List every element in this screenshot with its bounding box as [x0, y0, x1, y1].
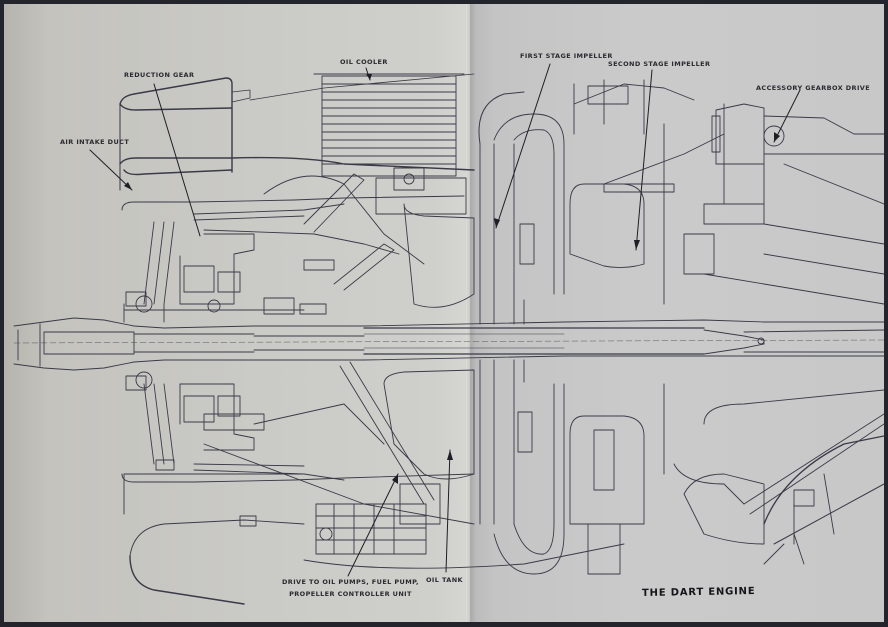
main-shaft [13, 317, 884, 371]
reduction-gear-lower [121, 371, 475, 527]
leader-reduction-gear [153, 83, 201, 237]
oil-pump-drive-unit [303, 361, 625, 569]
combustion-chamber [683, 389, 884, 565]
page-fold [466, 4, 476, 622]
air-intake-duct-lower [123, 473, 305, 605]
label-second-stage-impeller: SECOND STAGE IMPELLER [608, 60, 711, 68]
air-intake-duct-upper [119, 73, 475, 191]
leader-drive-oil-pumps [347, 473, 399, 577]
reduction-gear-casing [121, 173, 465, 323]
engine-cutaway-drawing [13, 63, 884, 605]
label-reduction-gear: REDUCTION GEAR [124, 71, 195, 79]
leader-air-intake-duct [89, 149, 133, 191]
right-page [470, 4, 884, 622]
leader-lines [89, 63, 801, 577]
leader-arrowheads [124, 74, 780, 484]
accessory-gearbox-drive [683, 103, 884, 305]
book-spread: REDUCTION GEAR AIR INTAKE DUCT OIL COOLE… [4, 4, 884, 622]
leader-accessory-gearbox-drive [773, 89, 801, 143]
label-drive-to-oil-pumps: DRIVE TO OIL PUMPS, FUEL PUMP, PROPELLER… [282, 576, 419, 600]
label-accessory-gearbox-drive: ACCESSORY GEARBOX DRIVE [756, 84, 871, 92]
label-oil-tank: OIL TANK [426, 576, 463, 584]
oil-tank [383, 203, 475, 480]
oil-cooler [313, 73, 467, 215]
leader-oil-tank [445, 449, 451, 573]
label-first-stage-impeller: FIRST STAGE IMPELLER [520, 52, 613, 60]
left-page [4, 4, 470, 622]
leader-first-stage-impeller [495, 63, 551, 229]
label-drive-line-1: DRIVE TO OIL PUMPS, FUEL PUMP, [282, 578, 419, 586]
drawing-title: THE DART ENGINE [641, 586, 756, 599]
label-oil-cooler: OIL COOLER [340, 58, 388, 66]
second-stage-impeller [569, 79, 745, 575]
leader-second-stage-impeller [635, 69, 653, 251]
label-air-intake-duct: AIR INTAKE DUCT [60, 138, 130, 146]
label-drive-line-2: PROPELLER CONTROLLER UNIT [289, 590, 412, 598]
first-stage-impeller [478, 91, 565, 575]
